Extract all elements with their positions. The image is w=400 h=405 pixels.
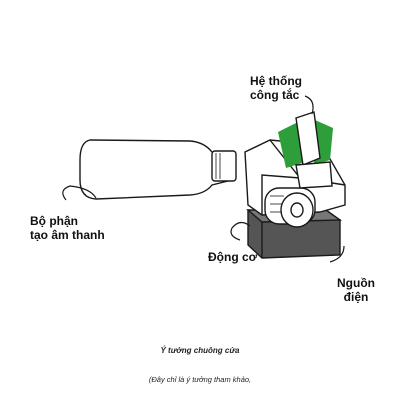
sound-label: Bộ phận tạo âm thanh bbox=[30, 214, 105, 242]
power-label-line2: điện bbox=[343, 290, 369, 304]
bottle bbox=[79, 139, 237, 200]
sound-label-line2: tạo âm thanh bbox=[30, 228, 105, 242]
power-label-line1: Nguồn bbox=[337, 276, 375, 290]
caption-title: Ý tưởng chuông cửa bbox=[160, 346, 240, 355]
switch-label: Hệ thống công tắc bbox=[250, 74, 302, 102]
switch bbox=[278, 111, 333, 189]
motor-label: Động cơ bbox=[208, 250, 258, 264]
motor bbox=[264, 187, 316, 228]
switch-label-line2: công tắc bbox=[250, 88, 300, 102]
switch-label-line1: Hệ thống bbox=[250, 74, 302, 88]
power-label: Nguồn điện bbox=[337, 276, 375, 304]
sound-label-line1: Bộ phận bbox=[30, 214, 78, 228]
caption-note: (Đây chỉ là ý tưởng tham khảo, bbox=[148, 375, 252, 384]
leader-lines bbox=[62, 95, 345, 263]
